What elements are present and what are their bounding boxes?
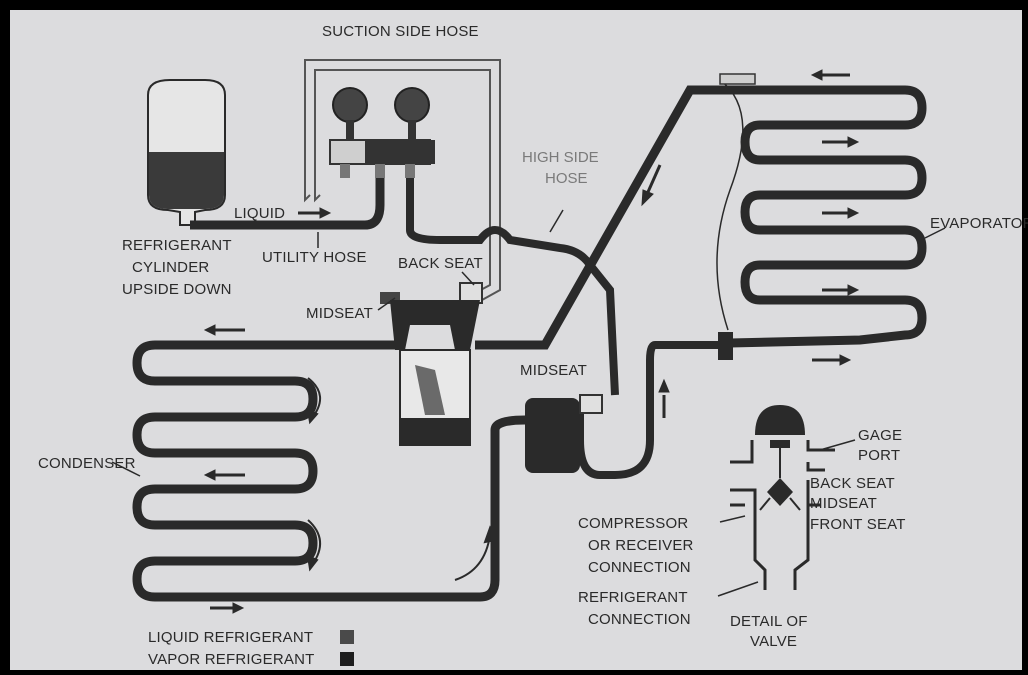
label-high-side-hose-2: HOSE	[545, 170, 588, 187]
legend-liquid-swatch	[340, 630, 354, 644]
label-refrigerant-cylinder-1: REFRIGERANT	[122, 237, 232, 254]
label-refrigerant-conn-1: REFRIGERANT	[578, 589, 688, 606]
label-compressor-conn-3: CONNECTION	[588, 559, 691, 576]
arrow-evap-top-left-icon	[812, 70, 850, 80]
label-gage-port-1: GAGE	[858, 427, 902, 444]
label-valve-front-seat: FRONT SEAT	[810, 516, 906, 533]
legend-liquid-label: LIQUID REFRIGERANT	[148, 629, 313, 646]
label-liquid: LIQUID	[234, 205, 285, 222]
arrow-up-icon	[659, 380, 669, 418]
label-refrigerant-cylinder-2: CYLINDER	[132, 259, 209, 276]
label-valve-midseat: MIDSEAT	[810, 495, 877, 512]
arrow-liquid-right-icon	[298, 208, 330, 218]
arrow-condenser-top-left-icon	[205, 325, 245, 335]
manifold-gauge-set	[330, 88, 435, 178]
label-refrigerant-cylinder-3: UPSIDE DOWN	[122, 281, 232, 298]
arrow-condenser-mid-left-icon	[205, 470, 245, 480]
label-valve-back-seat: BACK SEAT	[810, 475, 895, 492]
label-refrigerant-conn-2: CONNECTION	[588, 611, 691, 628]
legend-vapor-label: VAPOR REFRIGERANT	[148, 651, 314, 668]
label-condenser: CONDENSER	[38, 455, 136, 472]
arrow-condenser-bottom-right-icon	[210, 603, 243, 613]
refrigerant-cylinder	[148, 80, 225, 225]
label-high-side-hose-1: HIGH SIDE	[522, 149, 599, 166]
label-gage-port-2: PORT	[858, 447, 900, 464]
arrow-evap-3-icon	[822, 285, 858, 295]
arrow-evap-2-icon	[822, 208, 858, 218]
legend-vapor-swatch	[340, 652, 354, 666]
label-compressor-conn-1: COMPRESSOR	[578, 515, 688, 532]
label-suction-side-hose: SUCTION SIDE HOSE	[322, 23, 479, 40]
label-evaporator: EVAPORATOR	[930, 215, 1028, 232]
arrow-evap-1-icon	[822, 137, 858, 147]
label-utility-hose: UTILITY HOSE	[262, 249, 367, 266]
arrow-evap-4-icon	[812, 355, 850, 365]
label-detail-valve-1: DETAIL OF	[730, 613, 808, 630]
label-compressor-conn-2: OR RECEIVER	[588, 537, 694, 554]
label-detail-valve-2: VALVE	[750, 633, 797, 650]
label-midseat-compressor: MIDSEAT	[306, 305, 373, 322]
receiver	[525, 395, 602, 473]
label-back-seat: BACK SEAT	[398, 255, 483, 272]
compressor	[380, 283, 482, 445]
label-midseat-receiver: MIDSEAT	[520, 362, 587, 379]
discharge-line	[475, 90, 922, 345]
